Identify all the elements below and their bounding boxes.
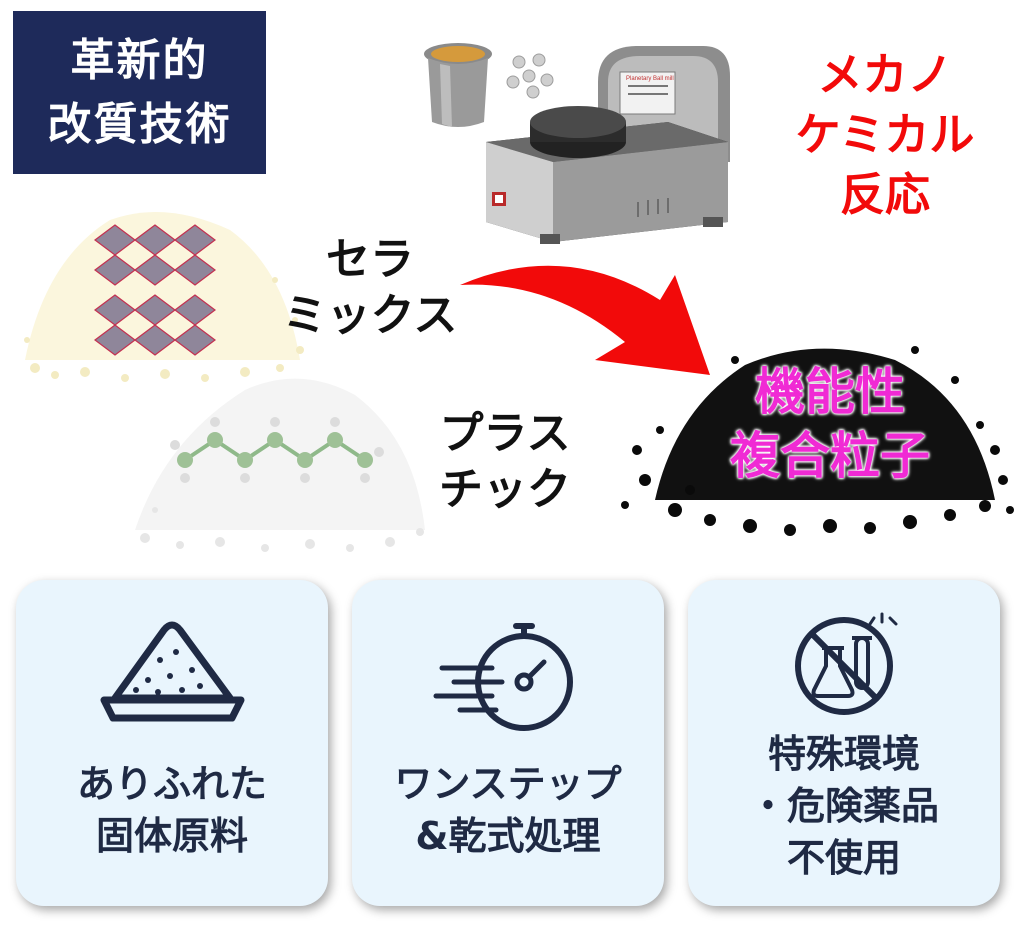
- product-line-1: 機能性: [755, 363, 905, 421]
- reaction-line-3: 反応: [839, 168, 930, 221]
- card-3-text: 特殊環境 ・危険薬品 不使用: [688, 728, 1000, 884]
- card-2-text: ワンステップ &乾式処理: [352, 758, 664, 862]
- svg-text:Planetary Ball mill: Planetary Ball mill: [626, 76, 674, 82]
- feature-card-no-chemicals: 特殊環境 ・危険薬品 不使用: [688, 580, 1000, 906]
- plastic-powder-pile: [135, 378, 425, 552]
- fast-stopwatch-icon: [433, 623, 573, 731]
- composite-particle-pile: [621, 346, 1014, 536]
- card-3-line-1: 特殊環境: [767, 732, 920, 776]
- card-2-line-2: &乾式処理: [415, 814, 601, 858]
- powder-pile-icon: [100, 621, 245, 722]
- reaction-line-2: ケミカル: [795, 108, 975, 161]
- ceramics-line-1: セラ: [326, 234, 414, 285]
- planetary-ball-mill-icon: Planetary Ball mill: [486, 46, 730, 244]
- feature-card-common-materials: ありふれた 固体原料: [16, 580, 328, 906]
- grinding-balls-icon: [506, 53, 554, 99]
- plastic-line-1: プラス: [439, 408, 571, 459]
- feature-card-one-step: ワンステップ &乾式処理: [352, 580, 664, 906]
- title-box: 革新的 改質技術: [13, 11, 266, 174]
- mechanochemical-label: メカノ ケミカル 反応: [760, 45, 1010, 225]
- plastic-label: プラス チック: [415, 406, 595, 518]
- ceramics-label: セラ ミックス: [270, 232, 470, 344]
- card-3-line-3: 不使用: [786, 836, 901, 880]
- ceramics-line-2: ミックス: [282, 290, 458, 341]
- card-1-line-1: ありふれた: [76, 762, 267, 806]
- composite-particle-label: 機能性 複合粒子: [680, 360, 980, 488]
- no-chemicals-icon: [795, 612, 898, 715]
- card-1-text: ありふれた 固体原料: [16, 758, 328, 862]
- plastic-line-2: チック: [439, 464, 571, 515]
- card-2-line-1: ワンステップ: [394, 762, 622, 806]
- ceramic-powder-pile: [24, 212, 304, 382]
- card-1-line-2: 固体原料: [95, 814, 248, 858]
- process-arrow-icon: [460, 265, 710, 375]
- product-line-2: 複合粒子: [730, 427, 930, 485]
- title-line-1: 革新的: [70, 34, 209, 86]
- title-line-2: 改質技術: [47, 98, 232, 150]
- reaction-line-1: メカノ: [817, 48, 953, 101]
- grinding-jar-icon: [424, 43, 492, 127]
- card-3-line-2: ・危険薬品: [748, 784, 939, 828]
